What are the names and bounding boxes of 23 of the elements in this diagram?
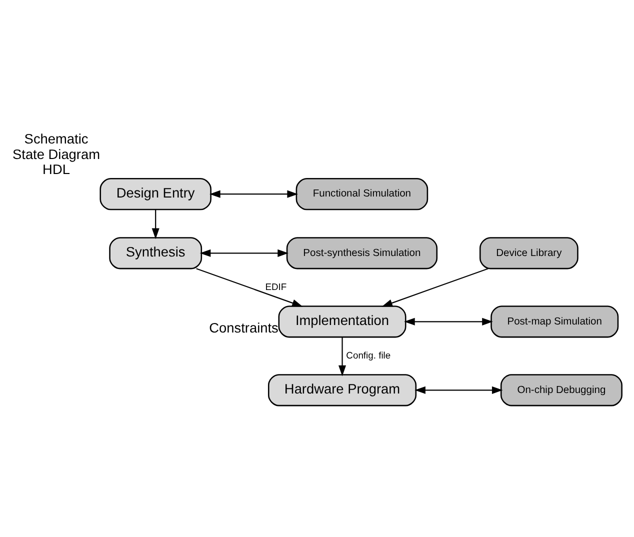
arrow bbox=[404, 317, 493, 325]
arrow bbox=[382, 268, 488, 306]
node-box: Post-map Simulation bbox=[490, 305, 619, 338]
node-box: On-chip Debugging bbox=[500, 374, 622, 406]
arrow bbox=[196, 268, 303, 306]
node-box: Hardware Program bbox=[268, 374, 417, 406]
node-box: Design Entry bbox=[100, 178, 212, 210]
arrow bbox=[414, 386, 503, 394]
node-box: Synthesis bbox=[109, 236, 202, 269]
arrow bbox=[152, 209, 160, 239]
edge-label: EDIF bbox=[265, 280, 287, 292]
node-box: Device Library bbox=[479, 236, 578, 269]
node-label: Constraints bbox=[209, 320, 278, 336]
node-box: Functional Simulation bbox=[296, 178, 428, 210]
node-label: HDL bbox=[42, 162, 70, 177]
node-box: Post-synthesis Simulation bbox=[286, 236, 438, 269]
arrow bbox=[210, 190, 298, 198]
arrow bbox=[200, 248, 288, 256]
node-label: State Diagram bbox=[12, 146, 100, 162]
edge-label: Config. file bbox=[346, 348, 391, 360]
node-label: Schematic bbox=[24, 130, 88, 146]
arrow bbox=[338, 336, 346, 376]
node-box: Implementation bbox=[278, 305, 406, 338]
